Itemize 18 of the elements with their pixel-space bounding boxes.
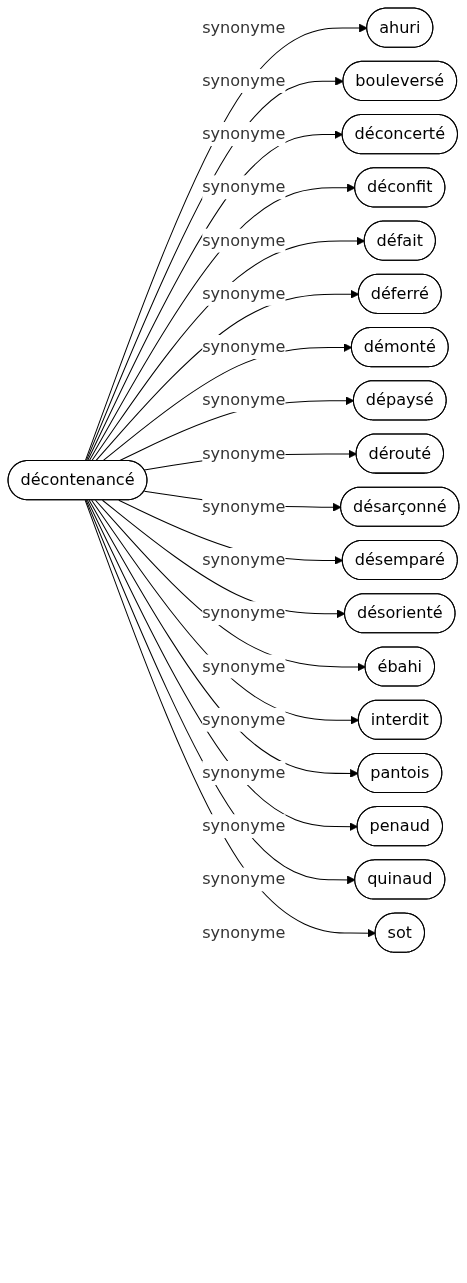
edge-label: synonyme [202, 603, 286, 623]
edge-label: synonyme [202, 816, 286, 836]
edge-label: synonyme [202, 709, 286, 729]
edge-label: synonyme [202, 337, 286, 357]
edge-label: synonyme [202, 443, 286, 463]
edge-label: synonyme [202, 17, 286, 37]
edge-label: synonyme [202, 496, 286, 516]
edge-label: synonyme [202, 549, 286, 570]
edge-label: synonyme [202, 922, 286, 942]
edge-label: synonyme [202, 283, 286, 303]
edge-label: synonyme [202, 656, 286, 676]
edge-label: synonyme [202, 390, 286, 410]
edge-label: synonyme [202, 869, 286, 889]
edge-label: synonyme [202, 124, 286, 144]
edge-label: synonyme [202, 177, 286, 197]
edge-label: synonyme [202, 762, 286, 783]
edge-label: synonyme [202, 70, 286, 90]
edge-label: synonyme [202, 230, 286, 250]
